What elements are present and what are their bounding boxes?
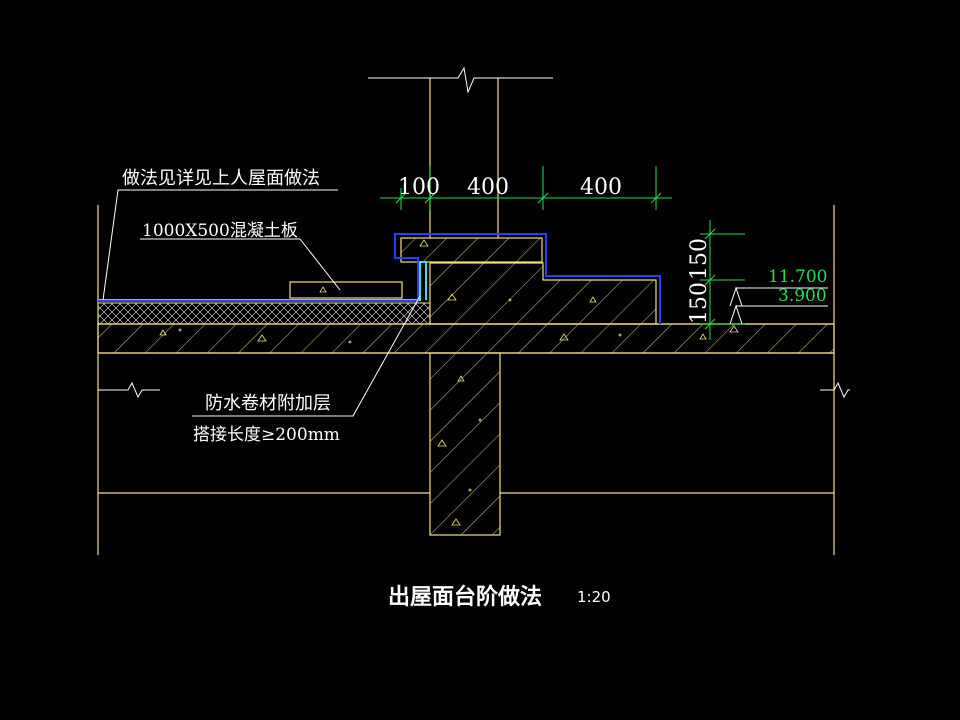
drawing-title: 出屋面台阶做法 xyxy=(388,584,542,610)
break-lines xyxy=(98,66,850,399)
top-break-line xyxy=(368,66,553,94)
right-break-line xyxy=(820,381,850,399)
waterproof-layer xyxy=(98,261,427,301)
elevation-lower: 3.900 xyxy=(778,286,827,306)
leader-roof-method xyxy=(102,189,338,301)
step-body xyxy=(429,262,657,325)
left-break-line xyxy=(98,381,160,399)
waterproof-note-line1: 防水卷材附加层 xyxy=(205,393,331,414)
dim-label-100: 100 xyxy=(398,175,440,200)
step-cap xyxy=(400,237,543,263)
slab-note: 1000X500混凝土板 xyxy=(142,221,298,241)
waterproof-membrane xyxy=(98,233,661,324)
concrete-beam xyxy=(429,352,501,536)
dim-label-400-a: 400 xyxy=(467,175,509,200)
dim-label-150-upper: 150 xyxy=(687,238,712,280)
waterproof-note-line2: 搭接长度≥200mm xyxy=(193,425,340,445)
leader-lines xyxy=(102,189,421,417)
leader-waterproof xyxy=(192,295,421,417)
insulation-layer xyxy=(97,302,431,325)
elevation-upper: 11.700 xyxy=(768,267,827,287)
horizontal-dimension xyxy=(380,166,672,210)
elevation-markers xyxy=(729,286,828,325)
vertical-dimension xyxy=(700,220,745,340)
dim-label-150-lower: 150 xyxy=(687,282,712,324)
dim-label-400-b: 400 xyxy=(580,175,622,200)
roof-slab xyxy=(97,323,835,354)
roof-method-note: 做法见详见上人屋面做法 xyxy=(122,168,320,189)
concrete-aggregate xyxy=(159,239,739,526)
precast-slab xyxy=(289,281,403,299)
drawing-scale: 1:20 xyxy=(577,588,611,606)
